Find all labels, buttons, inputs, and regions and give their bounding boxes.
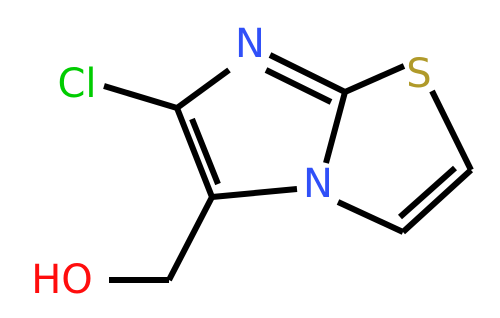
bond-n-bridge-c5: [211, 186, 298, 200]
bond-c6-n-top: [175, 67, 231, 111]
bond-n-top-c7a: [268, 52, 347, 95]
atom-n-bridge-label: N: [303, 161, 333, 207]
atom-oh-label: HO: [31, 257, 93, 303]
bond-cl-c6: [103, 83, 178, 111]
bond-c3-n-bridge: [336, 199, 405, 235]
bond-c7a-s: [343, 63, 406, 95]
atom-cl-label: Cl: [57, 61, 96, 107]
bond-c6-c5: [174, 106, 215, 199]
bond-n-top-c7a-double: [264, 67, 333, 105]
atom-labels: Cl N S N HO: [31, 21, 431, 303]
bond-c7a-n-bridge: [323, 91, 348, 164]
bonds: [103, 52, 474, 283]
bond-c2-c3: [400, 167, 474, 235]
atom-n-top-label: N: [235, 21, 265, 67]
bond-c2-c3-double: [398, 165, 457, 220]
bond-s-c2: [429, 89, 474, 172]
atom-s-label: S: [406, 51, 431, 97]
bond-c6-c5-double: [189, 117, 221, 186]
bond-c5-ch2: [166, 195, 215, 282]
